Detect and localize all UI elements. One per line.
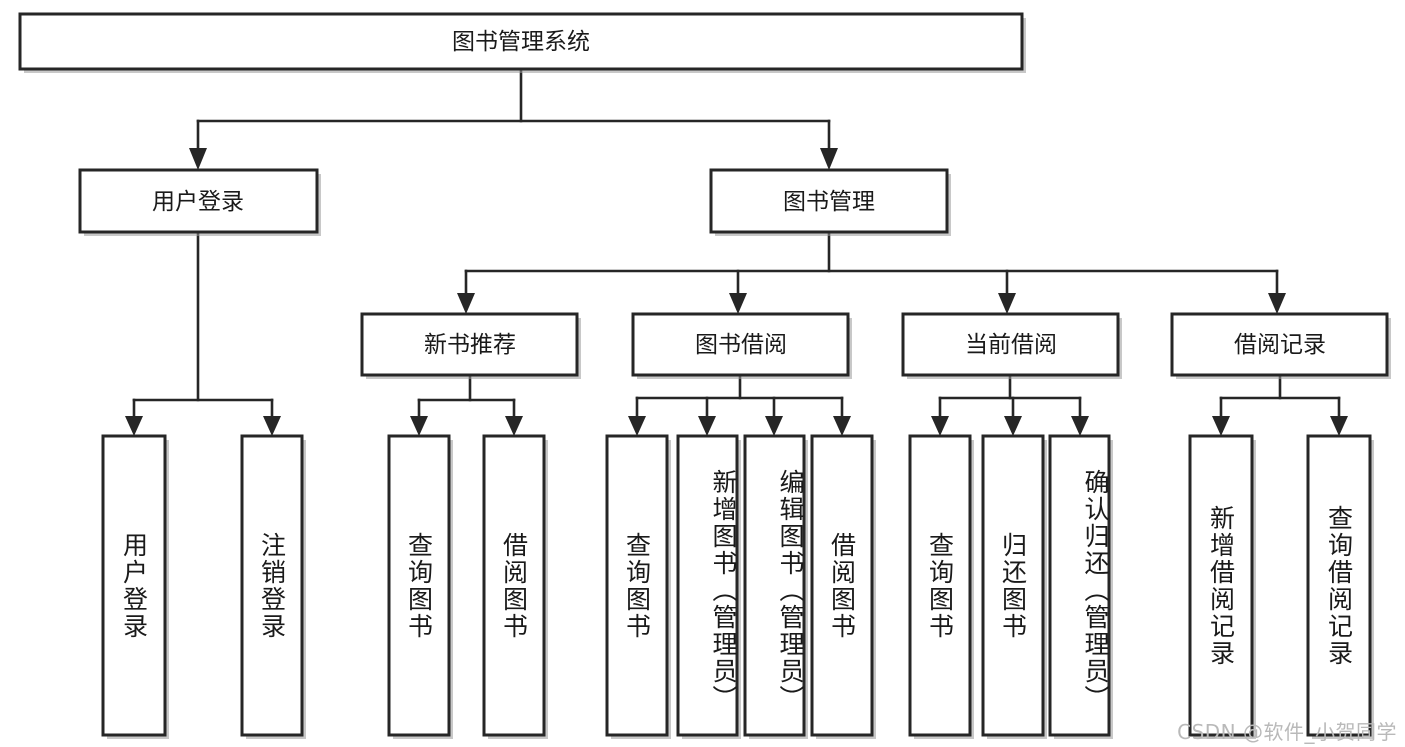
leaf-logout-login-rect[interactable] bbox=[240, 434, 304, 737]
leaf-add-record[interactable] bbox=[1188, 434, 1256, 739]
node-current-borrow-label: 当前借阅 bbox=[965, 332, 1057, 358]
arrowhead-leaf-return-book bbox=[1004, 416, 1022, 436]
node-book-manage-label: 图书管理 bbox=[783, 189, 875, 215]
arrowhead-leaf-query-record bbox=[1330, 416, 1348, 436]
leaf-query-record-rect[interactable] bbox=[1306, 434, 1372, 737]
leaf-query-book-bw[interactable] bbox=[605, 434, 671, 739]
node-book-manage[interactable]: 图书管理 bbox=[709, 168, 951, 236]
leaf-borrow-book-rec-rect[interactable] bbox=[482, 434, 546, 737]
leaf-borrow-book-bw[interactable] bbox=[810, 434, 876, 739]
arrowhead-user-login bbox=[189, 148, 207, 170]
node-user-login-rect[interactable] bbox=[78, 168, 319, 234]
edge-group-current-borrow-to-leaves bbox=[931, 373, 1089, 436]
leaf-add-book-admin[interactable] bbox=[676, 434, 741, 739]
leaf-logout-login[interactable] bbox=[240, 434, 306, 739]
edge-group-new-book-rec-to-leaves bbox=[410, 373, 523, 436]
node-borrow-record-label: 借阅记录 bbox=[1234, 332, 1326, 358]
leaf-query-book-rec[interactable] bbox=[387, 434, 453, 739]
node-current-borrow[interactable]: 当前借阅 bbox=[901, 312, 1122, 379]
leaf-return-book[interactable] bbox=[981, 434, 1047, 739]
leaf-user-login-rect[interactable] bbox=[101, 434, 167, 737]
arrowhead-leaf-query-book-cur bbox=[931, 416, 949, 436]
node-book-borrow[interactable]: 图书借阅 bbox=[631, 312, 852, 379]
node-user-login[interactable]: 用户登录 bbox=[78, 168, 321, 236]
edge-group-book-manage-to-level3 bbox=[457, 230, 1286, 314]
leaf-confirm-return[interactable] bbox=[1048, 434, 1113, 739]
arrowhead-borrow-record bbox=[1268, 293, 1286, 314]
leaf-query-record[interactable] bbox=[1306, 434, 1374, 739]
arrowhead-leaf-user-login bbox=[125, 416, 143, 436]
node-book-borrow-rect[interactable] bbox=[631, 312, 850, 377]
node-new-book-rec-rect[interactable] bbox=[360, 312, 579, 377]
node-current-borrow-rect[interactable] bbox=[901, 312, 1120, 377]
arrowhead-leaf-logout-login bbox=[263, 416, 281, 436]
node-user-login-label: 用户登录 bbox=[152, 189, 244, 215]
node-new-book-rec-label: 新书推荐 bbox=[424, 332, 516, 358]
node-root-rect[interactable] bbox=[18, 12, 1024, 71]
node-borrow-record-rect[interactable] bbox=[1170, 312, 1389, 377]
edge-group-root-to-level2 bbox=[189, 67, 838, 170]
arrowhead-current-borrow bbox=[998, 293, 1016, 314]
edge-group-borrow-record-to-leaves bbox=[1212, 373, 1348, 436]
leaf-query-book-bw-rect[interactable] bbox=[605, 434, 669, 737]
leaf-box-group bbox=[101, 434, 1374, 739]
arrowhead-book-borrow bbox=[729, 293, 747, 314]
leaf-add-record-rect[interactable] bbox=[1188, 434, 1254, 737]
leaf-edit-book-admin-rect[interactable] bbox=[743, 434, 806, 737]
arrowhead-leaf-borrow-book-rec bbox=[505, 416, 523, 436]
arrowhead-leaf-query-book-bw bbox=[628, 416, 646, 436]
node-root[interactable]: 图书管理系统 bbox=[18, 12, 1026, 73]
leaf-query-book-cur[interactable] bbox=[908, 434, 974, 739]
leaf-borrow-book-rec[interactable] bbox=[482, 434, 548, 739]
watermark-text: CSDN @软件_小贺同学 bbox=[1177, 720, 1397, 744]
leaf-add-book-admin-rect[interactable] bbox=[676, 434, 739, 737]
arrowhead-leaf-borrow-book-bw bbox=[833, 416, 851, 436]
node-new-book-rec[interactable]: 新书推荐 bbox=[360, 312, 581, 379]
leaf-edit-book-admin[interactable] bbox=[743, 434, 808, 739]
node-borrow-record[interactable]: 借阅记录 bbox=[1170, 312, 1391, 379]
arrowhead-leaf-edit-book-admin bbox=[765, 416, 783, 436]
arrowhead-leaf-add-book-admin bbox=[698, 416, 716, 436]
leaf-user-login[interactable] bbox=[101, 434, 169, 739]
arrowhead-leaf-query-book-rec bbox=[410, 416, 428, 436]
arrowhead-leaf-confirm-return bbox=[1071, 416, 1089, 436]
leaf-query-book-rec-rect[interactable] bbox=[387, 434, 451, 737]
arrowhead-new-book-rec bbox=[457, 293, 475, 314]
edge-group-book-borrow-to-leaves bbox=[628, 373, 851, 436]
node-root-label: 图书管理系统 bbox=[452, 29, 590, 55]
node-book-manage-rect[interactable] bbox=[709, 168, 949, 234]
leaf-query-book-cur-rect[interactable] bbox=[908, 434, 972, 737]
leaf-confirm-return-rect[interactable] bbox=[1048, 434, 1111, 737]
leaf-borrow-book-bw-rect[interactable] bbox=[810, 434, 874, 737]
node-book-borrow-label: 图书借阅 bbox=[695, 332, 787, 358]
edge-group-user-login-to-leaves bbox=[125, 230, 281, 436]
leaf-return-book-rect[interactable] bbox=[981, 434, 1045, 737]
arrowhead-book-manage bbox=[820, 148, 838, 170]
arrowhead-leaf-add-record bbox=[1212, 416, 1230, 436]
